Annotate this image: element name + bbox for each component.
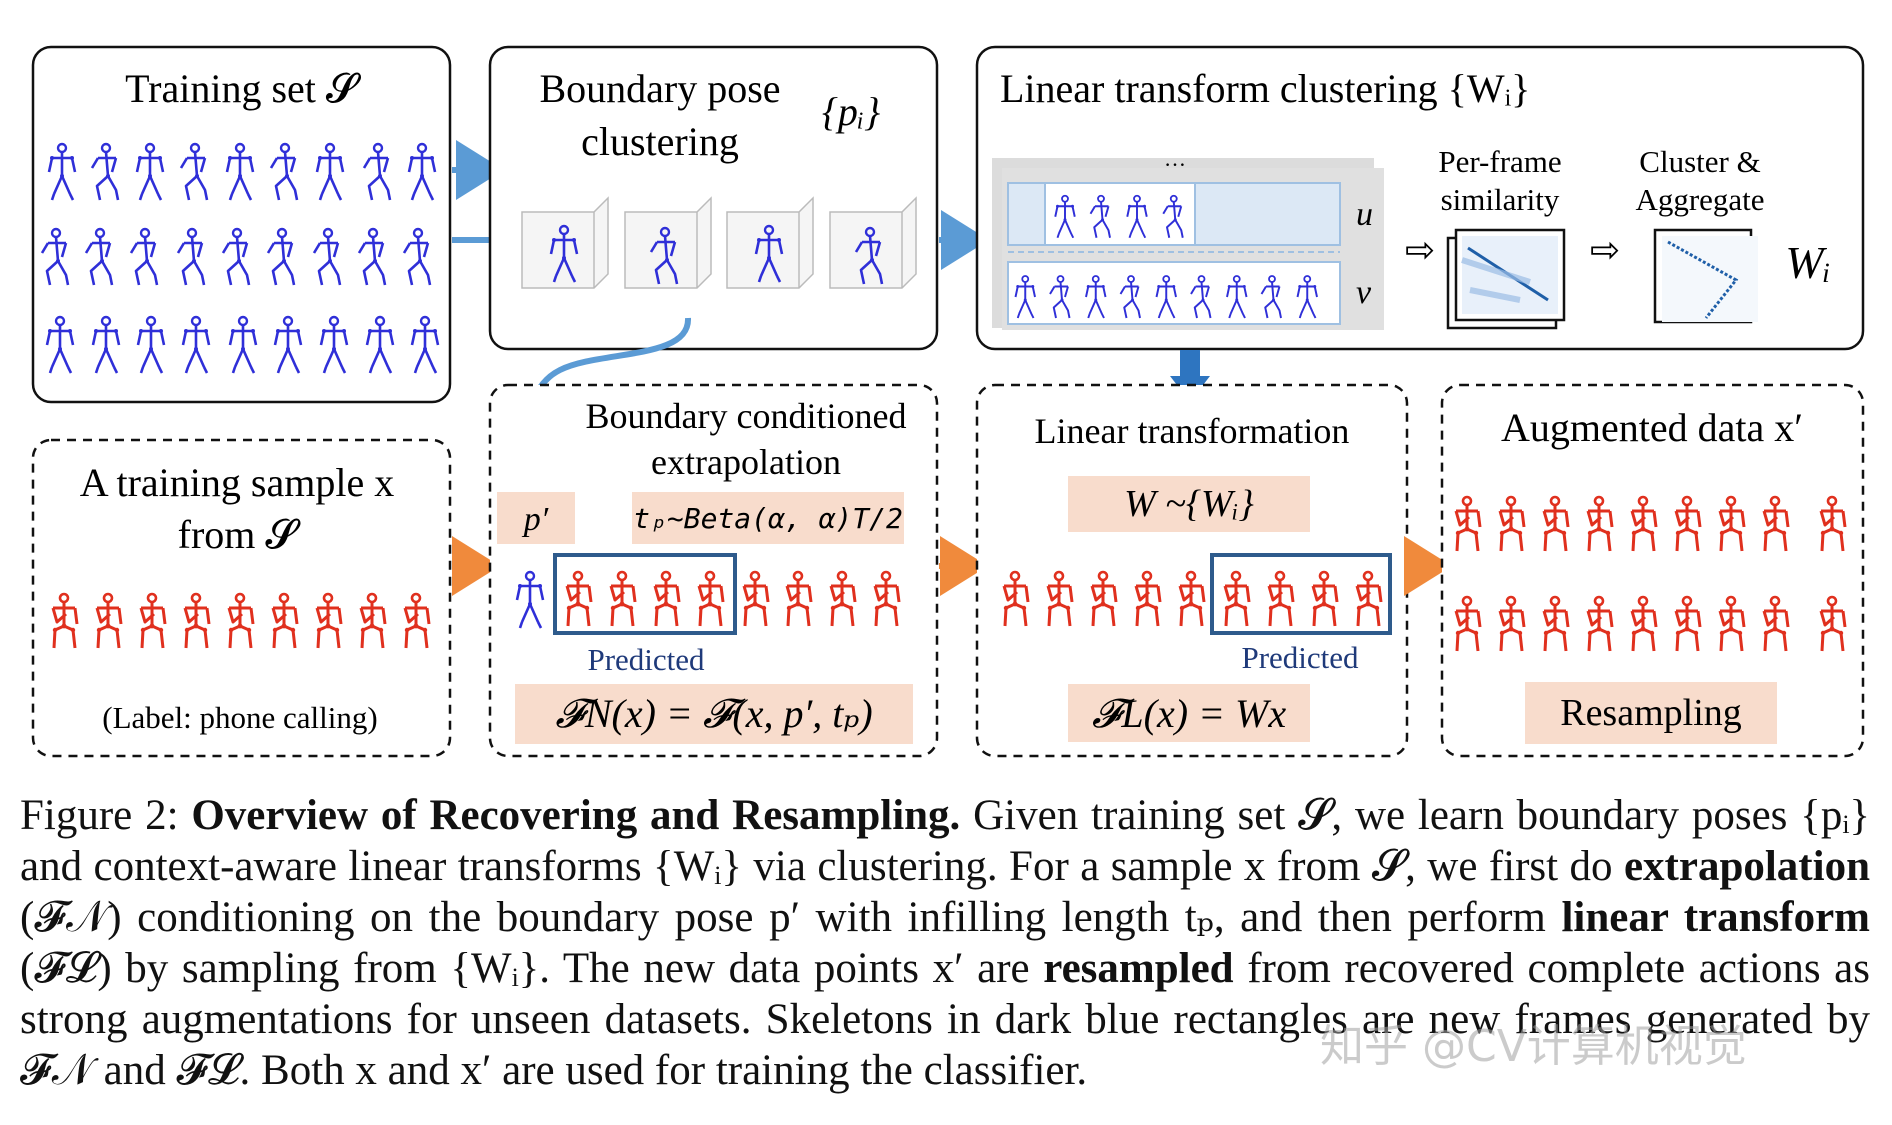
- resampling-label: Resampling: [1560, 692, 1742, 734]
- predicted-label-1: Predicted: [587, 642, 705, 677]
- sample-label: (Label: phone calling): [102, 700, 377, 735]
- caption-text-1: Given training set 𝓢, we learn boundary …: [20, 792, 1870, 890]
- p-prime-label: p′: [522, 501, 549, 538]
- stack-dots: …: [1164, 146, 1186, 171]
- linear-transformation-box: Linear transformation W ~{Wᵢ} Predicted …: [975, 383, 1409, 758]
- training-set-box: Training set 𝓢: [31, 45, 452, 404]
- pose-cubes: [521, 196, 917, 289]
- figure-caption: Figure 2: Overview of Recovering and Res…: [20, 790, 1870, 1096]
- figure-label: Figure 2:: [20, 792, 192, 839]
- predicted-rect-1: [553, 553, 737, 635]
- sample-title-line1: A training sample x: [80, 460, 394, 505]
- caption-text-2: (𝓕𝒩) conditioning on the boundary pose p…: [20, 894, 1562, 941]
- v-label: v: [1356, 274, 1372, 311]
- extrapolation-title-line1: Boundary conditioned: [586, 396, 907, 436]
- augmented-title: Augmented data x′: [1501, 405, 1803, 450]
- caption-text-4: from recovered complete actions as stron…: [20, 945, 1871, 1094]
- caption-text-3: (𝓕𝓛) by sampling from {Wᵢ}. The new data…: [20, 945, 1044, 992]
- hollow-arrow-2: ⇨: [1590, 230, 1620, 271]
- u-label: u: [1356, 196, 1373, 233]
- boundary-pose-box: Boundary pose clustering {pᵢ}: [488, 45, 939, 351]
- per-frame-line2: similarity: [1441, 182, 1560, 217]
- boundary-pose-title-line2: clustering: [581, 119, 739, 164]
- caption-bold-linear: linear transform: [1561, 894, 1870, 941]
- predicted-rect-2: [1210, 553, 1392, 635]
- fl-formula: 𝓕L(x) = Wx: [1092, 691, 1286, 736]
- training-sample-box: A training sample x from 𝓢 (Label: phone…: [31, 438, 452, 758]
- overview-diagram: Training set 𝓢 Boundary pose clustering …: [31, 45, 1865, 758]
- cluster-line2: Aggregate: [1635, 182, 1764, 217]
- wi-label: Wᵢ: [1785, 237, 1831, 288]
- hollow-arrow-1: ⇨: [1405, 230, 1435, 271]
- aggregate-matrix: [1653, 228, 1758, 324]
- caption-bold-extrapolation: extrapolation: [1623, 843, 1870, 890]
- tp-formula: tₚ~Beta(α, α)T/2: [633, 502, 903, 535]
- caption-bold-resampled: resampled: [1043, 945, 1234, 992]
- sample-title-line2: from 𝓢: [178, 512, 302, 557]
- watermark: 知乎 @CV计算机视觉: [1320, 1021, 1747, 1072]
- similarity-matrix: [1446, 228, 1566, 330]
- boundary-pose-symbol: {pᵢ}: [822, 89, 880, 134]
- caption-title: Overview of Recovering and Resampling.: [191, 792, 961, 839]
- per-frame-line1: Per-frame: [1438, 144, 1561, 179]
- linear-clustering-title: Linear transform clustering {Wᵢ}: [1000, 66, 1530, 111]
- augmented-data-box: Augmented data x′ Resampling: [1440, 383, 1865, 758]
- predicted-label-2: Predicted: [1241, 640, 1359, 675]
- w-formula: W ~{Wᵢ}: [1124, 483, 1254, 525]
- training-set-title: Training set 𝓢: [125, 66, 362, 111]
- fn-formula: 𝓕N(x) = 𝓕(x, p′, tₚ): [555, 691, 872, 736]
- extrapolation-title-line2: extrapolation: [651, 442, 841, 482]
- linear-transformation-title: Linear transformation: [1035, 411, 1350, 451]
- cluster-line1: Cluster &: [1639, 144, 1760, 179]
- boundary-pose-title-line1: Boundary pose: [539, 66, 780, 111]
- extrapolation-box: Boundary conditioned extrapolation p′ tₚ…: [488, 383, 939, 758]
- linear-transform-clustering-box: Linear transform clustering {Wᵢ} … u v ⇨…: [975, 45, 1865, 351]
